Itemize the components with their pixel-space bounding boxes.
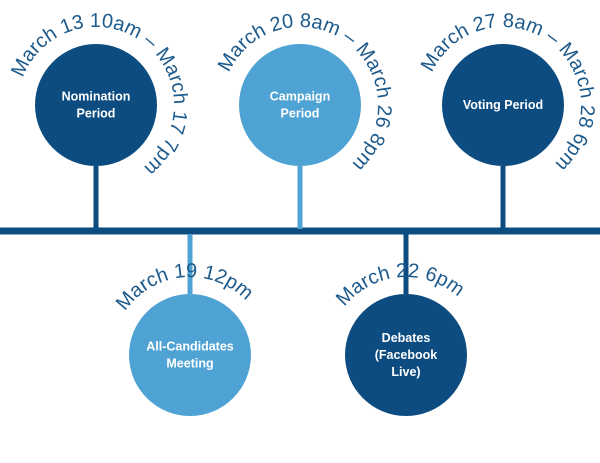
event-circle (239, 44, 361, 166)
event-circle (35, 44, 157, 166)
event-label-line: All-Candidates (146, 340, 234, 354)
event-label-line: Period (77, 107, 116, 121)
event-label-line: Campaign (270, 90, 330, 104)
event-label-line: (Facebook (375, 348, 438, 362)
event-circle (129, 294, 251, 416)
event-circle (442, 44, 564, 166)
event-label-line: Voting Period (463, 98, 543, 112)
event-label: Voting Period (463, 98, 543, 112)
event-label-line: Nomination (62, 90, 131, 104)
event-label-line: Period (281, 107, 320, 121)
event-label-line: Debates (382, 331, 431, 345)
event-label-line: Live) (391, 365, 420, 379)
event-circle (345, 294, 467, 416)
event-label-line: Meeting (166, 357, 213, 371)
